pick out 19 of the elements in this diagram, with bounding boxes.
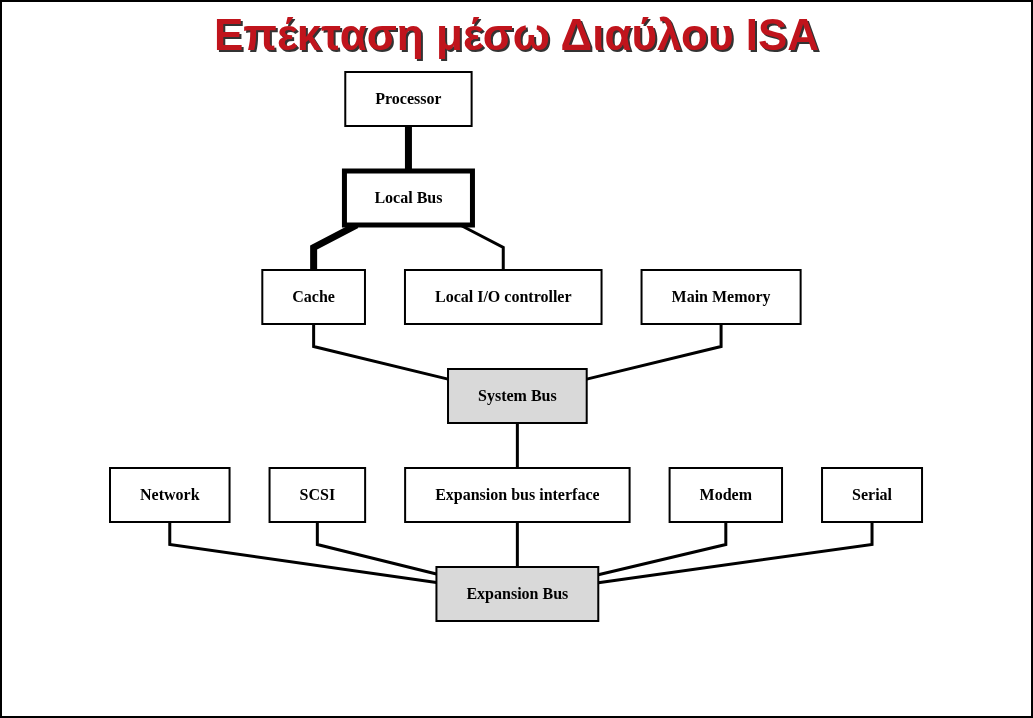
node-box: Local Bus (342, 168, 476, 228)
connector (516, 423, 520, 468)
title: Επέκταση μέσω Διαύλου ISA (213, 10, 820, 60)
node-box: Local I/O controller (404, 269, 604, 325)
node-box: SCSI (269, 467, 367, 523)
node-box: Expansion Bus (435, 566, 600, 622)
node-box: Main Memory (641, 269, 803, 325)
connector (312, 324, 449, 381)
node-box: Network (109, 467, 232, 523)
connector (598, 522, 728, 577)
connector (405, 126, 413, 171)
node-box: Cache (261, 269, 367, 325)
connector (598, 522, 874, 585)
node-box: Processor (344, 71, 474, 127)
connector (516, 522, 520, 567)
node-box: Expansion bus interface (404, 467, 632, 523)
node-box: Modem (669, 467, 784, 523)
node-box: System Bus (447, 368, 589, 424)
node-box: Serial (821, 467, 924, 523)
